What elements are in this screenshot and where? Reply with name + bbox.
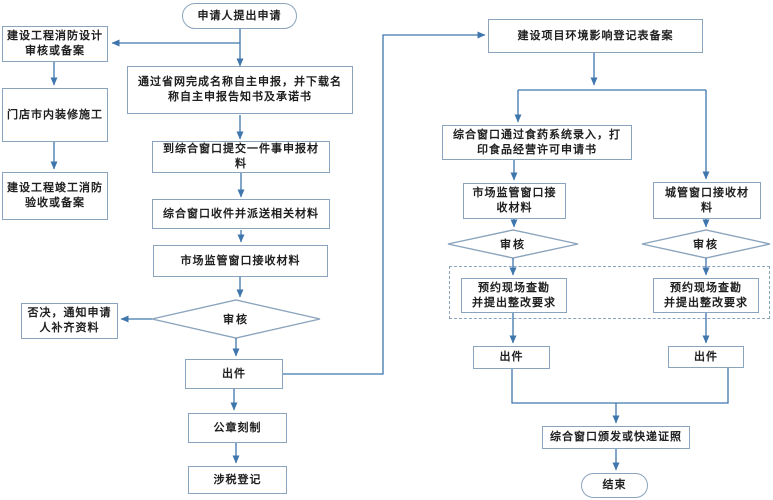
node-city-receive: 城管窗口接收材 料 — [653, 182, 761, 219]
node-site-survey-right: 预约现场查勘 并提出整改要求 — [653, 278, 759, 313]
review-2-label: 审核 — [500, 239, 526, 251]
node-fire-acceptance-label: 建设工程竣工消防 验收或备案 — [7, 182, 103, 209]
node-env-register: 建设项目环境影响登记表备案 — [488, 19, 703, 53]
review-diamond-1 — [151, 299, 321, 339]
node-shop-decoration-label: 门店市内装修施工 — [7, 108, 103, 121]
node-fire-design: 建设工程消防设计 审核或备案 — [2, 26, 108, 62]
node-start-label: 申请人提出申请 — [197, 9, 282, 22]
node-end: 结束 — [581, 473, 648, 498]
node-end-label: 结束 — [602, 479, 627, 492]
node-market-receive-2: 市场监管窗口接 收材料 — [463, 183, 566, 219]
node-online-declare-label: 通过省网完成名称自主申报，并下载名 称自主申报告知书及承诺书 — [138, 76, 342, 103]
node-issue-2-label: 出件 — [499, 351, 524, 364]
connector-issues-merge-bar — [511, 368, 729, 404]
connector-issue1-to-env — [283, 31, 486, 375]
node-food-system-label: 综合窗口通过食药系统录入，打 印食品经营许可申请书 — [453, 128, 621, 156]
node-fire-acceptance: 建设工程竣工消防 验收或备案 — [2, 172, 108, 220]
node-seal-engrave: 公章刻制 — [188, 413, 287, 443]
node-site-survey-left-label: 预约现场查勘 并提出整改要求 — [472, 281, 556, 309]
node-issue-2: 出件 — [473, 346, 550, 369]
node-food-system: 综合窗口通过食药系统录入，打 印食品经营许可申请书 — [442, 125, 632, 160]
node-submit-materials: 到综合窗口提交一件事申报材 料 — [152, 141, 330, 173]
node-reject-notice: 否决，通知申请 人补齐资料 — [21, 303, 118, 339]
node-env-register-label: 建设项目环境影响登记表备案 — [517, 29, 674, 42]
review-1-label: 审核 — [223, 314, 249, 326]
node-issue-3: 出件 — [668, 346, 744, 368]
site-survey-dashed-zone — [449, 266, 770, 319]
node-market-receive-label: 市场监管窗口接收材料 — [180, 254, 301, 267]
node-submit-materials-label: 到综合窗口提交一件事申报材 料 — [163, 143, 319, 170]
node-start: 申请人提出申请 — [182, 3, 297, 29]
node-seal-engrave-label: 公章刻制 — [213, 421, 262, 434]
node-market-receive: 市场监管窗口接收材料 — [153, 245, 328, 277]
node-shop-decoration: 门店市内装修施工 — [2, 88, 108, 142]
node-reject-notice-label: 否决，通知申请 人补齐资料 — [27, 307, 112, 334]
node-issue-3-label: 出件 — [694, 350, 718, 363]
review-3-label: 审核 — [693, 239, 719, 251]
node-online-declare: 通过省网完成名称自主申报，并下载名 称自主申报告知书及承诺书 — [127, 66, 353, 114]
review-diamond-3 — [641, 229, 771, 259]
node-window-dispatch: 综合窗口收件并派送相关材料 — [152, 199, 330, 229]
node-site-survey-left: 预约现场查勘 并提出整改要求 — [461, 278, 567, 313]
node-license-delivery-label: 综合窗口颁发或快递证照 — [550, 431, 682, 444]
review-diamond-2 — [447, 229, 579, 259]
node-city-receive-label: 城管窗口接收材 料 — [665, 186, 749, 214]
node-window-dispatch-label: 综合窗口收件并派送相关材料 — [163, 207, 319, 220]
node-tax-register-label: 涉税登记 — [213, 473, 262, 486]
node-market-receive-2-label: 市场监管窗口接 收材料 — [472, 187, 557, 214]
node-fire-design-label: 建设工程消防设计 审核或备案 — [7, 30, 103, 57]
node-tax-register: 涉税登记 — [188, 466, 287, 494]
node-license-delivery: 综合窗口颁发或快递证照 — [542, 426, 690, 449]
node-issue-1: 出件 — [185, 359, 283, 389]
node-issue-1-label: 出件 — [222, 367, 246, 380]
node-site-survey-right-label: 预约现场查勘 并提出整改要求 — [664, 281, 748, 309]
